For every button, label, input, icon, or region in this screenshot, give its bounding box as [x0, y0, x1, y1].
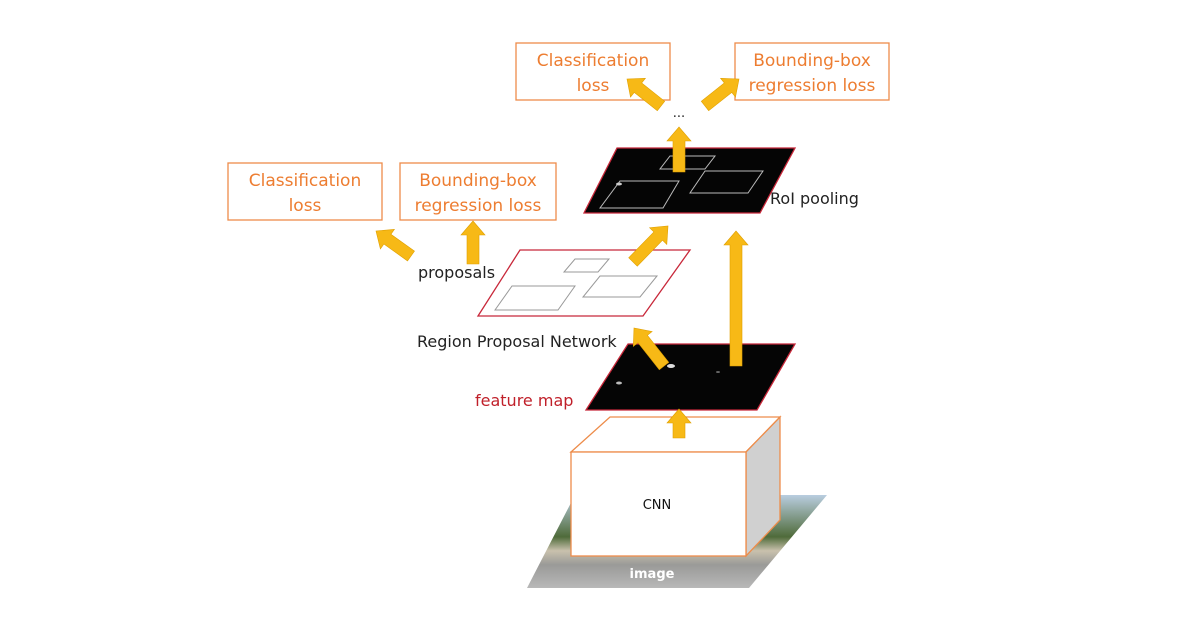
image-label: image [630, 567, 675, 582]
loss-text: regression loss [415, 196, 542, 216]
cnn-block: CNN [569, 415, 782, 558]
rpn-proposals-plane: proposals Region Proposal Network [417, 249, 692, 351]
cnn-to-feature-map-arrow [666, 408, 692, 439]
to-rpn-bbox-loss-arrow [460, 220, 486, 265]
feature-map-plane: feature map [475, 343, 797, 411]
rpn-label: Region Proposal Network [417, 332, 617, 351]
rpn-bbox-regression-loss-box: Bounding-box regression loss [399, 162, 557, 221]
to-bbox-loss-arrow [700, 77, 740, 112]
feature-map-to-rpn-arrow [632, 327, 670, 371]
rpn-classification-loss-box: Classification loss [227, 162, 383, 221]
to-rpn-classification-loss-arrow [375, 229, 415, 262]
loss-text: regression loss [749, 76, 876, 96]
bbox-regression-loss-box: Bounding-box regression loss [734, 42, 890, 101]
roi-pooling-plane: RoI pooling [582, 147, 859, 214]
feature-map-to-roi-arrow [723, 230, 749, 367]
roi-pooling-label: RoI pooling [770, 189, 859, 208]
feature-map-label: feature map [475, 391, 573, 410]
arrows [375, 77, 749, 439]
cnn-label: CNN [643, 498, 672, 513]
ellipsis: ... [673, 106, 685, 121]
loss-text: Bounding-box [753, 51, 871, 71]
roi-to-heads-arrow [666, 126, 692, 173]
proposals-label: proposals [418, 263, 495, 282]
loss-text: Bounding-box [419, 171, 537, 191]
to-classification-loss-arrow [626, 77, 666, 112]
loss-text: loss [577, 76, 610, 96]
loss-text: Classification [249, 171, 361, 191]
rpn-to-roi-arrow [628, 225, 669, 267]
loss-text: loss [289, 196, 322, 216]
loss-text: Classification [537, 51, 649, 71]
